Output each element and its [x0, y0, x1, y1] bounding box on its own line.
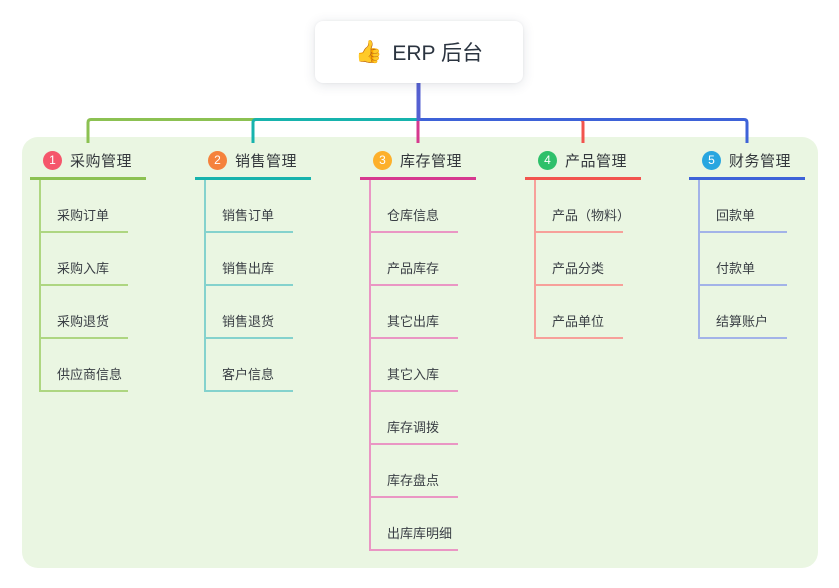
child-node-label: 库存调拨 [387, 420, 440, 435]
branch-number-badge: 5 [702, 150, 721, 170]
branch-children: 采购订单 采购入库 采购退货 供应商信息 [39, 180, 128, 392]
branch-column-1: 1 采购管理 采购订单 采购入库 采购退货 供应商信息 [30, 143, 146, 392]
child-node[interactable]: 出库库明细 [371, 498, 458, 551]
child-node-label: 产品库存 [387, 261, 440, 276]
child-node[interactable]: 产品单位 [536, 286, 623, 339]
branch-column-3: 3 库存管理 仓库信息 产品库存 其它出库 其它入库 库存调拨 库存盘点 出库库… [360, 143, 476, 551]
branch-children: 产品（物料） 产品分类 产品单位 [534, 180, 630, 339]
child-node-label: 销售出库 [222, 261, 275, 276]
branch-title-label: 采购管理 [70, 152, 133, 170]
child-node[interactable]: 产品（物料） [536, 180, 630, 233]
branch-column-2: 2 销售管理 销售订单 销售出库 销售退货 客户信息 [195, 143, 311, 392]
child-node-label: 仓库信息 [387, 208, 440, 223]
child-node-label: 产品单位 [552, 314, 605, 329]
child-node[interactable]: 采购退货 [41, 286, 128, 339]
branch-title-label: 财务管理 [729, 152, 792, 170]
child-node-label: 付款单 [716, 261, 756, 276]
child-node-label: 供应商信息 [57, 367, 123, 382]
branch-title-label: 库存管理 [400, 152, 463, 170]
branch-title[interactable]: 5 财务管理 [689, 143, 805, 180]
child-node[interactable]: 产品分类 [536, 233, 623, 286]
child-node[interactable]: 采购入库 [41, 233, 128, 286]
branch-title[interactable]: 4 产品管理 [525, 143, 641, 180]
child-node-label: 结算账户 [716, 314, 769, 329]
child-node[interactable]: 仓库信息 [371, 180, 458, 233]
branch-column-5: 5 财务管理 回款单 付款单 结算账户 [689, 143, 805, 339]
child-node[interactable]: 产品库存 [371, 233, 458, 286]
branch-children: 仓库信息 产品库存 其它出库 其它入库 库存调拨 库存盘点 出库库明细 [369, 180, 458, 551]
root-node-label: ERP 后台 [392, 42, 484, 65]
child-node[interactable]: 采购订单 [41, 180, 128, 233]
child-node[interactable]: 其它出库 [371, 286, 458, 339]
child-node[interactable]: 销售订单 [206, 180, 293, 233]
branch-number-badge: 4 [538, 150, 557, 170]
child-node-label: 销售退货 [222, 314, 275, 329]
branch-number-badge: 3 [373, 150, 392, 170]
branch-title-label: 销售管理 [235, 152, 298, 170]
child-node-label: 产品分类 [552, 261, 605, 276]
child-node[interactable]: 回款单 [700, 180, 787, 233]
thumbs-up-icon: 👍 [354, 39, 383, 64]
child-node-label: 库存盘点 [387, 473, 440, 488]
branch-children: 销售订单 销售出库 销售退货 客户信息 [204, 180, 293, 392]
branch-number-badge: 1 [43, 150, 62, 170]
branch-title-label: 产品管理 [565, 152, 628, 170]
branch-number-badge: 2 [208, 150, 227, 170]
child-node-label: 采购订单 [57, 208, 110, 223]
child-node[interactable]: 供应商信息 [41, 339, 128, 392]
branch-title[interactable]: 2 销售管理 [195, 143, 311, 180]
child-node-label: 销售订单 [222, 208, 275, 223]
child-node-label: 采购退货 [57, 314, 110, 329]
child-node-label: 回款单 [716, 208, 756, 223]
child-node[interactable]: 结算账户 [700, 286, 787, 339]
child-node[interactable]: 销售出库 [206, 233, 293, 286]
child-node[interactable]: 客户信息 [206, 339, 293, 392]
child-node-label: 其它出库 [387, 314, 440, 329]
branch-title[interactable]: 3 库存管理 [360, 143, 476, 180]
child-node-label: 其它入库 [387, 367, 440, 382]
root-node[interactable]: 👍 ERP 后台 [315, 21, 523, 83]
child-node-label: 出库库明细 [387, 526, 453, 541]
child-node[interactable]: 库存调拨 [371, 392, 458, 445]
branch-children: 回款单 付款单 结算账户 [698, 180, 787, 339]
child-node[interactable]: 其它入库 [371, 339, 458, 392]
branch-title[interactable]: 1 采购管理 [30, 143, 146, 180]
child-node[interactable]: 销售退货 [206, 286, 293, 339]
branch-column-4: 4 产品管理 产品（物料） 产品分类 产品单位 [525, 143, 641, 339]
child-node[interactable]: 库存盘点 [371, 445, 458, 498]
child-node[interactable]: 付款单 [700, 233, 787, 286]
child-node-label: 客户信息 [222, 367, 275, 382]
child-node-label: 产品（物料） [552, 208, 631, 223]
child-node-label: 采购入库 [57, 261, 110, 276]
